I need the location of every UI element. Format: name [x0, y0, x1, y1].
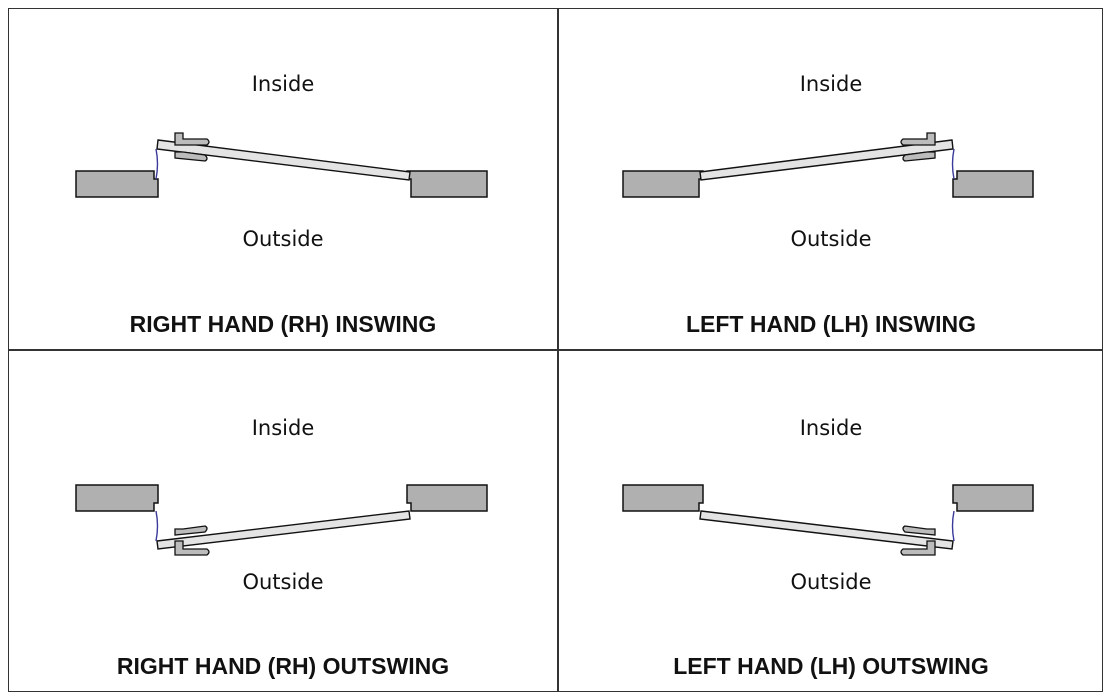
right-wall — [952, 484, 1034, 512]
door-plan-lh-outswing — [622, 484, 1034, 556]
door-slab — [156, 510, 411, 550]
door-plan-lh-inswing — [622, 132, 1034, 198]
door-slab — [156, 139, 411, 181]
right-wall — [406, 484, 488, 512]
outside-label: Outside — [790, 570, 872, 594]
outside-label: Outside — [242, 227, 324, 251]
left-wall — [75, 170, 159, 198]
left-wall — [75, 484, 159, 512]
hinge-bracket — [900, 525, 936, 556]
weatherstrip — [155, 148, 159, 180]
door-slab — [699, 510, 954, 550]
weatherstrip — [155, 510, 159, 542]
diagram-grid: Inside Outside RIGHT HAND (RH) INSWING I… — [8, 8, 1103, 692]
right-wall — [406, 170, 488, 198]
horizontal-divider — [9, 349, 1102, 351]
outside-label: Outside — [790, 227, 872, 251]
inside-label: Inside — [251, 416, 315, 440]
hinge-bracket — [900, 132, 936, 162]
hinge-bracket — [174, 525, 210, 556]
panel-lh-inswing: Inside Outside LEFT HAND (LH) INSWING — [557, 9, 1105, 349]
weatherstrip — [951, 510, 955, 542]
panel-title: LEFT HAND (LH) INSWING — [685, 311, 976, 337]
outside-label: Outside — [242, 570, 324, 594]
panel-rh-inswing: Inside Outside RIGHT HAND (RH) INSWING — [9, 9, 557, 349]
left-wall — [622, 170, 704, 198]
right-wall — [952, 170, 1034, 198]
inside-label: Inside — [799, 72, 863, 96]
inside-label: Inside — [799, 416, 863, 440]
panel-rh-outswing: Inside Outside RIGHT HAND (RH) OUTSWING — [9, 351, 557, 691]
hinge-bracket — [174, 132, 210, 162]
weatherstrip — [951, 148, 955, 180]
door-plan-rh-inswing — [75, 132, 488, 198]
left-wall — [622, 484, 704, 512]
panel-title: RIGHT HAND (RH) OUTSWING — [116, 653, 450, 679]
door-slab — [699, 139, 954, 181]
panel-title: LEFT HAND (LH) OUTSWING — [673, 653, 989, 679]
inside-label: Inside — [251, 72, 315, 96]
panel-lh-outswing: Inside Outside LEFT HAND (LH) OUTSWING — [557, 351, 1105, 691]
panel-title: RIGHT HAND (RH) INSWING — [129, 311, 437, 337]
door-plan-rh-outswing — [75, 484, 488, 556]
